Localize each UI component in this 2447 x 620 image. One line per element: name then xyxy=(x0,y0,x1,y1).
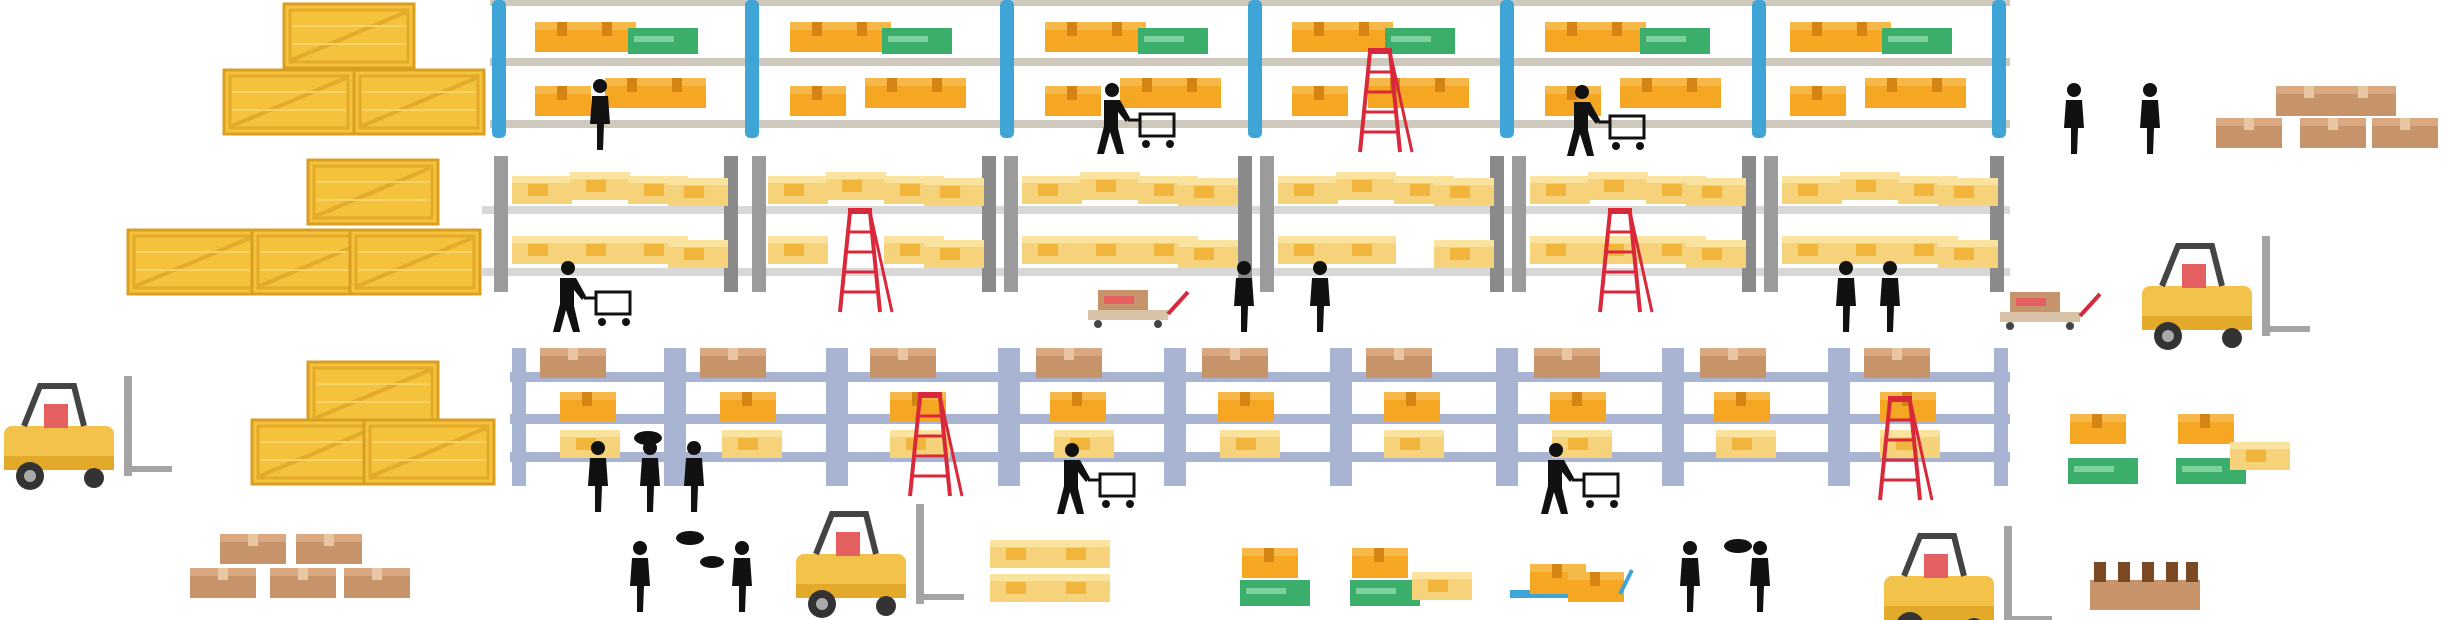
forklift-left xyxy=(4,376,172,490)
bottom-rack xyxy=(510,348,2010,486)
bottles-crate xyxy=(2090,562,2200,610)
crate-stack-middle-left xyxy=(126,158,482,296)
crate-stack-lower-left xyxy=(250,360,496,486)
crate-stack-top-left xyxy=(222,2,486,136)
speech-bubbles xyxy=(634,431,1752,568)
top-rack xyxy=(490,0,2010,138)
box-stack-top-right xyxy=(2216,86,2438,148)
forklift-bottom-center xyxy=(796,504,964,618)
box-cart-bottom xyxy=(1510,564,1634,602)
forklift-right-middle xyxy=(2142,236,2310,350)
box-stack-bottom-left xyxy=(190,534,410,598)
bottom-rack-boxes xyxy=(540,348,1940,458)
workers xyxy=(551,79,2160,612)
box-stack-bottom-center xyxy=(990,540,1472,606)
box-stack-middle-right xyxy=(2068,414,2290,484)
forklift-bottom-right xyxy=(1884,526,2052,620)
